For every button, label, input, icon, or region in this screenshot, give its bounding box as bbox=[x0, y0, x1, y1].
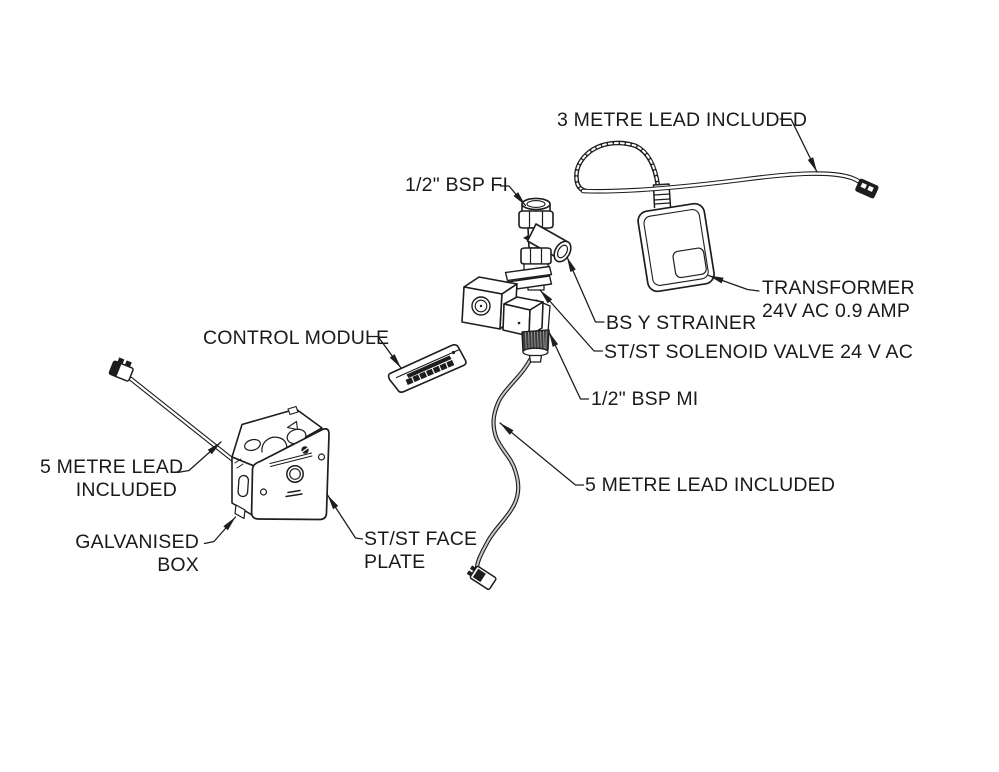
face-plate-illustration bbox=[250, 427, 330, 521]
leader-galvanised-box bbox=[203, 516, 237, 545]
label-bsp-fi: 1/2" BSP FI bbox=[405, 174, 509, 196]
leader-lines bbox=[176, 118, 818, 545]
label-line: 5 METRE LEAD bbox=[40, 456, 184, 478]
label-transformer: TRANSFORMER 24V AC 0.9 AMP bbox=[762, 277, 915, 323]
label-line: TRANSFORMER bbox=[762, 277, 915, 299]
label-face-plate: ST/ST FACE PLATE bbox=[364, 528, 477, 574]
valve-lead-illustration bbox=[466, 357, 533, 591]
control-module-illustration bbox=[387, 344, 467, 393]
label-line: PLATE bbox=[364, 551, 426, 573]
leader-face-plate bbox=[326, 494, 364, 540]
leader-valve-lead bbox=[499, 422, 585, 486]
label-bsp-mi: 1/2" BSP MI bbox=[591, 388, 699, 410]
label-valve-lead: 5 METRE LEAD INCLUDED bbox=[585, 474, 836, 496]
three-metre-lead-illustration bbox=[580, 171, 879, 199]
label-control-module: CONTROL MODULE bbox=[203, 327, 390, 349]
label-solenoid-valve: ST/ST SOLENOID VALVE 24 V AC bbox=[604, 341, 914, 363]
leader-transformer bbox=[707, 274, 760, 292]
leader-strainer bbox=[566, 256, 605, 323]
sensor-lead-illustration bbox=[108, 357, 236, 463]
leader-bsp-fi bbox=[499, 185, 527, 207]
label-3-metre-lead: 3 METRE LEAD INCLUDED bbox=[557, 109, 808, 131]
transformer-lead-illustration bbox=[574, 140, 661, 194]
label-galvanised-box: GALVANISED BOX bbox=[40, 531, 199, 577]
label-line: BOX bbox=[157, 554, 199, 576]
label-line: ST/ST FACE bbox=[364, 528, 478, 550]
leader-bsp-mi bbox=[548, 331, 590, 400]
label-strainer: BS Y STRAINER bbox=[606, 312, 757, 334]
label-line: 24V AC 0.9 AMP bbox=[762, 300, 911, 322]
label-line: INCLUDED bbox=[75, 479, 177, 501]
label-line: GALVANISED bbox=[75, 531, 199, 553]
solenoid-valve-illustration bbox=[461, 197, 572, 363]
label-sensor-lead: 5 METRE LEAD INCLUDED bbox=[40, 456, 184, 502]
leader-3-metre-lead bbox=[779, 118, 818, 173]
transformer-illustration bbox=[637, 183, 715, 293]
leader-solenoid-valve bbox=[539, 289, 604, 352]
leader-sensor-lead bbox=[176, 441, 222, 474]
galvanised-box-illustration bbox=[231, 405, 323, 520]
leader-control-module bbox=[367, 335, 402, 369]
